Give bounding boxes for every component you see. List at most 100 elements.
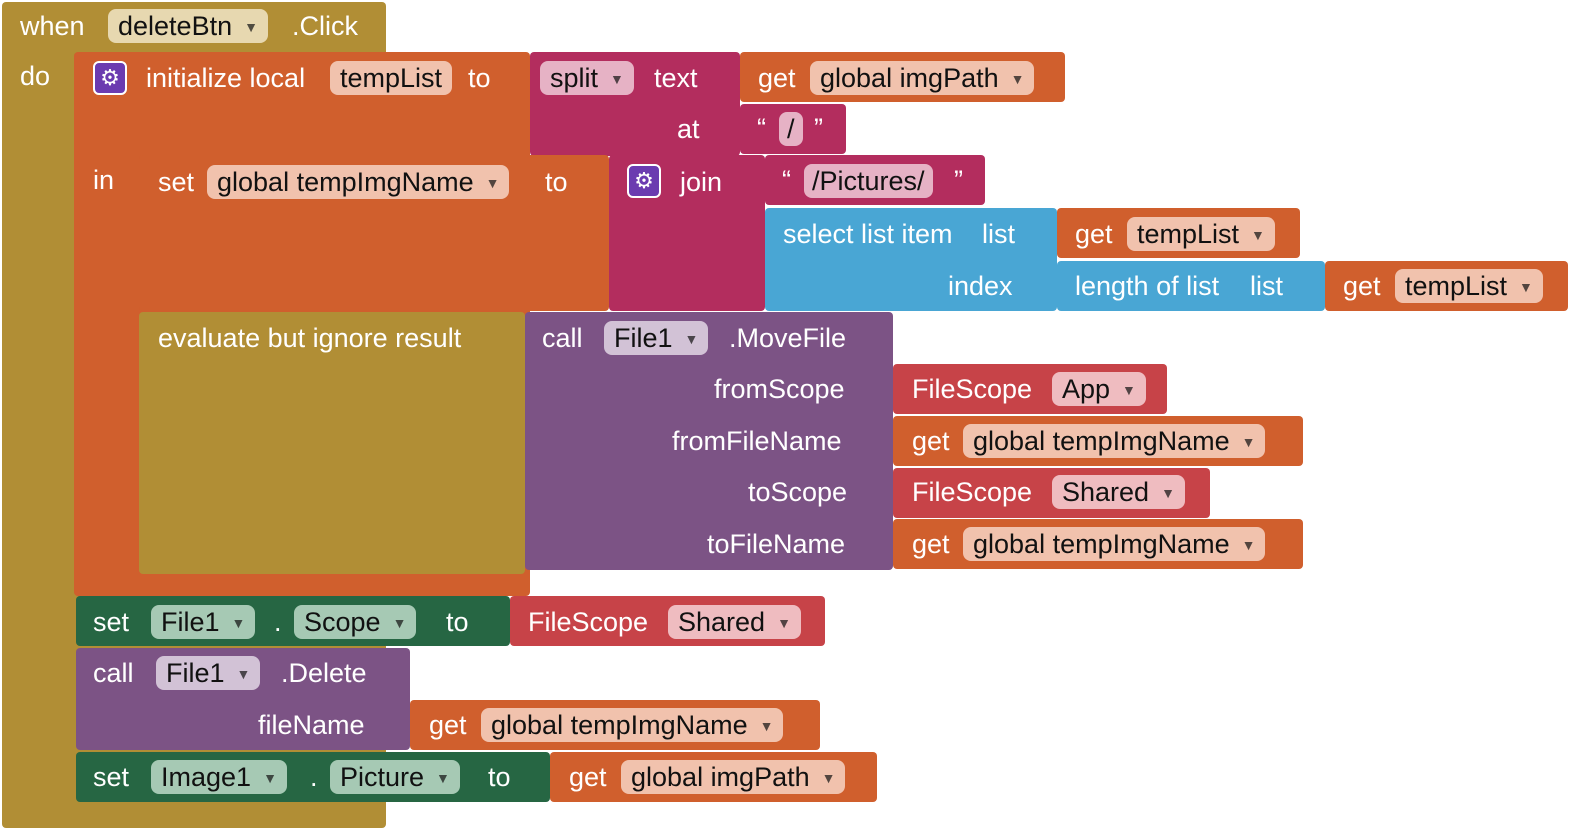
text-pictures-field[interactable]: /Pictures/ bbox=[804, 164, 933, 198]
local-variable-name-field[interactable]: tempList bbox=[330, 61, 453, 95]
evaluate-block[interactable] bbox=[139, 312, 525, 574]
set-label: set bbox=[93, 762, 130, 792]
when-label: when bbox=[20, 11, 85, 41]
get-label: get bbox=[429, 710, 467, 740]
chevron-down-icon: ▼ bbox=[231, 615, 246, 631]
length-of-list-block[interactable] bbox=[1057, 261, 1325, 311]
initialize-local-label: initialize local bbox=[146, 63, 306, 93]
event-component-value: deleteBtn bbox=[118, 11, 233, 41]
filename-param-label: fileName bbox=[258, 710, 365, 740]
get-tempimgname-from-dropdown[interactable]: global tempImgName▼ bbox=[963, 424, 1266, 458]
chevron-down-icon: ▼ bbox=[263, 770, 277, 786]
call-label: call bbox=[542, 323, 583, 353]
delete-component-value: File1 bbox=[166, 658, 225, 688]
set-picture-component-dropdown[interactable]: Image1 ▼ bbox=[151, 760, 287, 794]
fromfilename-label: fromFileName bbox=[672, 426, 842, 456]
get-templist-length-value: tempList bbox=[1405, 271, 1508, 301]
chevron-down-icon: ▼ bbox=[821, 770, 836, 786]
set-tempimgname-dropdown[interactable]: global tempImgName ▼ bbox=[207, 165, 510, 199]
filescope-setter-dropdown[interactable]: Shared▼ bbox=[668, 605, 801, 639]
get-tempimgname-delete-value: global tempImgName bbox=[491, 710, 748, 740]
chevron-down-icon: ▼ bbox=[244, 19, 258, 35]
fromscope-label: fromScope bbox=[714, 374, 845, 404]
get-templist-length-dropdown[interactable]: tempList ▼ bbox=[1395, 269, 1543, 303]
chevron-down-icon: ▼ bbox=[436, 770, 450, 786]
text-slash-value: / bbox=[787, 114, 795, 144]
set-tempimgname-value: global tempImgName bbox=[217, 167, 474, 197]
close-quote-icon: ” bbox=[814, 113, 823, 143]
get-label: get bbox=[758, 63, 796, 93]
chevron-down-icon: ▼ bbox=[610, 71, 624, 87]
tofilename-label: toFileName bbox=[707, 529, 846, 559]
movefile-component-value: File1 bbox=[614, 323, 673, 353]
dot-label: . bbox=[274, 607, 282, 637]
chevron-down-icon: ▼ bbox=[485, 175, 500, 191]
length-of-list-label: length of list bbox=[1075, 271, 1220, 301]
split-text-label: text bbox=[654, 63, 698, 93]
select-index-label: index bbox=[948, 271, 1013, 301]
chevron-down-icon: ▼ bbox=[1122, 382, 1136, 398]
chevron-down-icon: ▼ bbox=[1010, 71, 1025, 87]
set-label: set bbox=[93, 607, 130, 637]
chevron-down-icon: ▼ bbox=[1241, 537, 1256, 553]
select-list-label: list bbox=[982, 219, 1015, 249]
get-templist-value: tempList bbox=[1137, 219, 1240, 249]
set-scope-property-dropdown[interactable]: Scope▼ bbox=[294, 605, 417, 639]
get-imgpath-dropdown[interactable]: global imgPath ▼ bbox=[810, 61, 1035, 95]
text-slash-field[interactable]: / bbox=[779, 112, 803, 146]
filescope-label: FileScope bbox=[912, 374, 1033, 404]
event-name-label: .Click bbox=[292, 11, 358, 41]
filescope-label: FileScope bbox=[912, 477, 1033, 507]
chevron-down-icon: ▼ bbox=[759, 718, 774, 734]
get-label: get bbox=[1075, 219, 1113, 249]
set-to-label: to bbox=[545, 167, 568, 197]
close-quote-icon: ” bbox=[954, 165, 963, 195]
toscope-label: toScope bbox=[748, 477, 848, 507]
set-picture-property-dropdown[interactable]: Picture▼ bbox=[330, 760, 460, 794]
open-quote-icon: “ bbox=[782, 165, 791, 195]
length-list-label: list bbox=[1250, 271, 1283, 301]
get-tempimgname-delete-dropdown[interactable]: global tempImgName ▼ bbox=[481, 708, 784, 742]
mutator-gear-icon[interactable]: ⚙ bbox=[93, 61, 127, 95]
call-label: call bbox=[93, 658, 134, 688]
select-list-item-block[interactable] bbox=[765, 208, 1057, 311]
set-label: set bbox=[158, 167, 195, 197]
filescope-shared-value: Shared bbox=[1062, 477, 1150, 507]
split-value: split bbox=[550, 63, 599, 93]
set-scope-component-dropdown[interactable]: File1 ▼ bbox=[151, 605, 256, 639]
get-templist-dropdown[interactable]: tempList ▼ bbox=[1127, 217, 1275, 251]
chevron-down-icon: ▼ bbox=[236, 666, 251, 682]
chevron-down-icon: ▼ bbox=[1519, 279, 1533, 295]
chevron-down-icon: ▼ bbox=[1251, 227, 1265, 243]
join-mutator-gear-icon[interactable]: ⚙ bbox=[627, 164, 661, 198]
get-label: get bbox=[569, 762, 607, 792]
set-to-label: to bbox=[446, 607, 469, 637]
movefile-method-label: .MoveFile bbox=[729, 323, 847, 353]
delete-method-label: .Delete bbox=[281, 658, 367, 688]
filescope-shared-dropdown[interactable]: Shared▼ bbox=[1052, 475, 1185, 509]
delete-component-dropdown[interactable]: File1 ▼ bbox=[156, 656, 261, 690]
chevron-down-icon: ▼ bbox=[1241, 434, 1256, 450]
get-imgpath-picture-dropdown[interactable]: global imgPath▼ bbox=[621, 760, 846, 794]
set-picture-component-value: Image1 bbox=[161, 762, 252, 792]
text-pictures-value: /Pictures/ bbox=[812, 166, 925, 196]
call-movefile-block[interactable] bbox=[525, 312, 893, 570]
in-label: in bbox=[93, 165, 115, 195]
split-at-label: at bbox=[677, 114, 700, 144]
join-label: join bbox=[680, 167, 723, 197]
dot-label: . bbox=[310, 762, 318, 792]
split-dropdown[interactable]: split ▼ bbox=[540, 61, 634, 95]
get-label: get bbox=[1343, 271, 1381, 301]
set-scope-property-value: Scope bbox=[304, 607, 381, 637]
get-imgpath-value: global imgPath bbox=[820, 63, 999, 93]
set-to-label: to bbox=[488, 762, 511, 792]
do-label: do bbox=[20, 61, 51, 91]
filescope-app-dropdown[interactable]: App▼ bbox=[1052, 372, 1146, 406]
set-scope-component-value: File1 bbox=[161, 607, 220, 637]
get-tempimgname-to-dropdown[interactable]: global tempImgName▼ bbox=[963, 527, 1266, 561]
movefile-component-dropdown[interactable]: File1 ▼ bbox=[604, 321, 709, 355]
event-component-dropdown[interactable]: deleteBtn ▼ bbox=[108, 9, 268, 43]
set-file1-scope-block[interactable] bbox=[76, 596, 510, 646]
chevron-down-icon: ▼ bbox=[684, 331, 699, 347]
open-quote-icon: “ bbox=[757, 113, 766, 143]
